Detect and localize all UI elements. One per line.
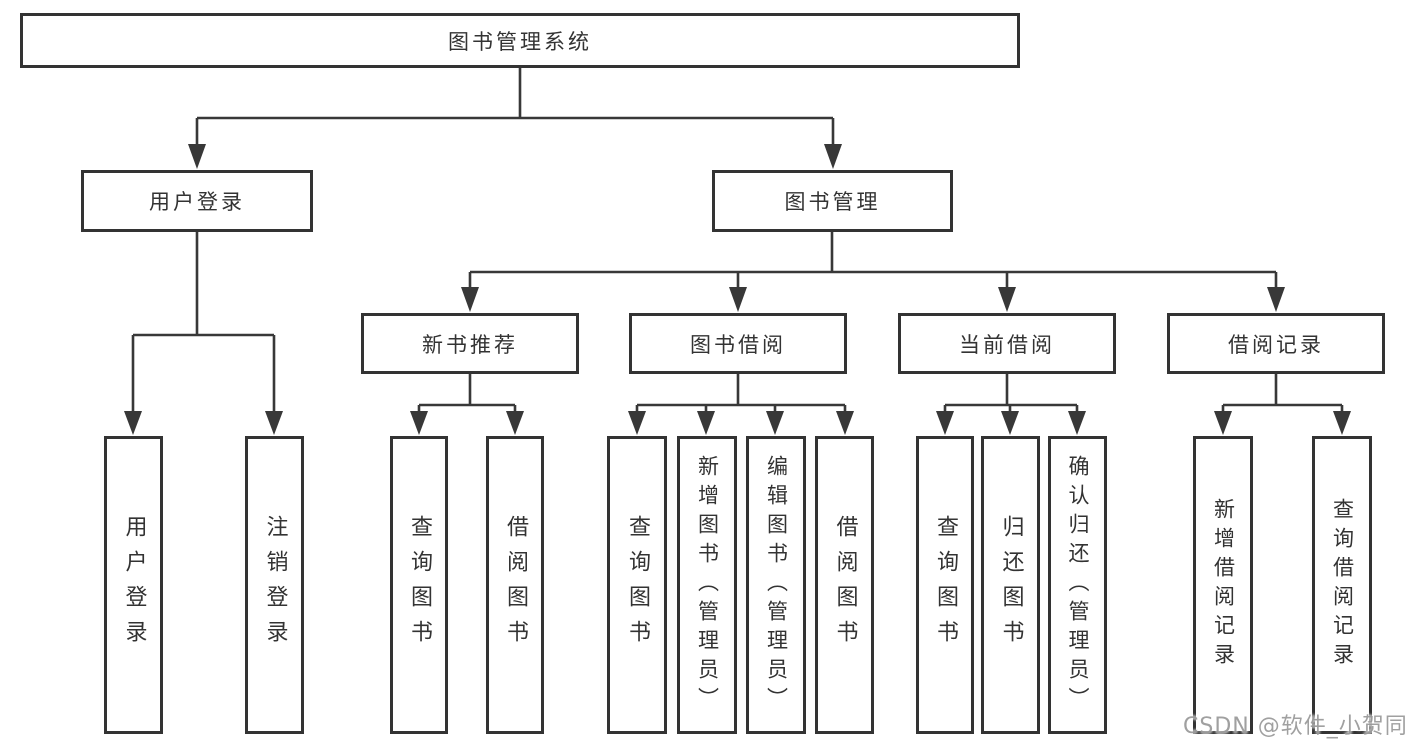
node-book-borrowing: 图书借阅	[629, 313, 847, 374]
node-root-library-system: 图书管理系统	[20, 13, 1020, 68]
node-leaf-borrow-book-recommend: 借阅图书	[486, 436, 544, 734]
node-leaf-query-borrow-record: 查询借阅记录	[1312, 436, 1372, 734]
node-borrowing-records: 借阅记录	[1167, 313, 1385, 374]
node-leaf-query-book-borrow: 查询图书	[607, 436, 667, 734]
node-new-book-recommendation: 新书推荐	[361, 313, 579, 374]
node-leaf-add-book-admin: 新增图书（管理员）	[677, 436, 737, 734]
arrow-down-icon	[836, 411, 854, 435]
arrow-down-icon	[628, 411, 646, 435]
node-label: 借阅图书	[832, 515, 858, 655]
node-label: 查询图书	[933, 515, 958, 655]
arrow-down-icon	[410, 411, 428, 435]
node-leaf-user-login: 用户登录	[104, 436, 163, 734]
node-leaf-query-book-current: 查询图书	[916, 436, 974, 734]
node-book-management: 图书管理	[712, 170, 953, 232]
node-leaf-edit-book-admin: 编辑图书（管理员）	[746, 436, 806, 734]
arrow-down-icon	[998, 287, 1016, 312]
node-user-login-group: 用户登录	[81, 170, 313, 232]
node-label: 新书推荐	[422, 332, 518, 357]
node-label: 注销登录	[262, 515, 288, 655]
node-leaf-confirm-return-admin: 确认归还（管理员）	[1048, 436, 1107, 734]
watermark: CSDN @软件_小贺同学	[1183, 714, 1405, 739]
arrow-down-icon	[188, 144, 206, 169]
node-label: 图书管理	[784, 190, 881, 214]
arrow-down-icon	[1267, 287, 1285, 312]
node-label: 图书借阅	[690, 332, 786, 357]
node-label: 查询图书	[407, 515, 432, 655]
arrow-down-icon	[766, 411, 784, 435]
arrow-down-icon	[1068, 411, 1086, 435]
arrow-down-icon	[697, 411, 715, 435]
arrow-down-icon	[1333, 411, 1351, 435]
node-leaf-logout: 注销登录	[245, 436, 304, 734]
arrow-down-icon	[729, 287, 747, 312]
node-label: 归还图书	[998, 515, 1024, 655]
node-label: 用户登录	[121, 515, 147, 655]
node-label: 查询借阅记录	[1330, 498, 1355, 672]
node-label: 编辑图书（管理员）	[764, 454, 789, 716]
arrow-down-icon	[124, 411, 142, 435]
node-leaf-add-borrow-record: 新增借阅记录	[1193, 436, 1253, 734]
node-label: 新增图书（管理员）	[695, 454, 720, 716]
node-leaf-borrow-book: 借阅图书	[815, 436, 874, 734]
node-label: 查询图书	[625, 515, 650, 655]
arrow-down-icon	[936, 411, 954, 435]
arrow-down-icon	[1214, 411, 1232, 435]
arrow-down-icon	[506, 411, 524, 435]
node-label: 当前借阅	[959, 332, 1055, 357]
node-label: 借阅图书	[503, 515, 528, 655]
node-current-borrowing: 当前借阅	[898, 313, 1116, 374]
node-leaf-return-book: 归还图书	[981, 436, 1040, 734]
node-label: 新增借阅记录	[1211, 498, 1236, 672]
arrow-down-icon	[265, 411, 283, 435]
arrow-down-icon	[824, 144, 842, 169]
node-label: 用户登录	[149, 190, 245, 214]
arrow-down-icon	[1001, 411, 1019, 435]
node-label: 图书管理系统	[448, 29, 592, 54]
node-leaf-query-book-recommend: 查询图书	[390, 436, 448, 734]
node-label: 借阅记录	[1228, 332, 1324, 357]
node-label: 确认归还（管理员）	[1066, 454, 1090, 716]
arrow-down-icon	[461, 287, 479, 312]
